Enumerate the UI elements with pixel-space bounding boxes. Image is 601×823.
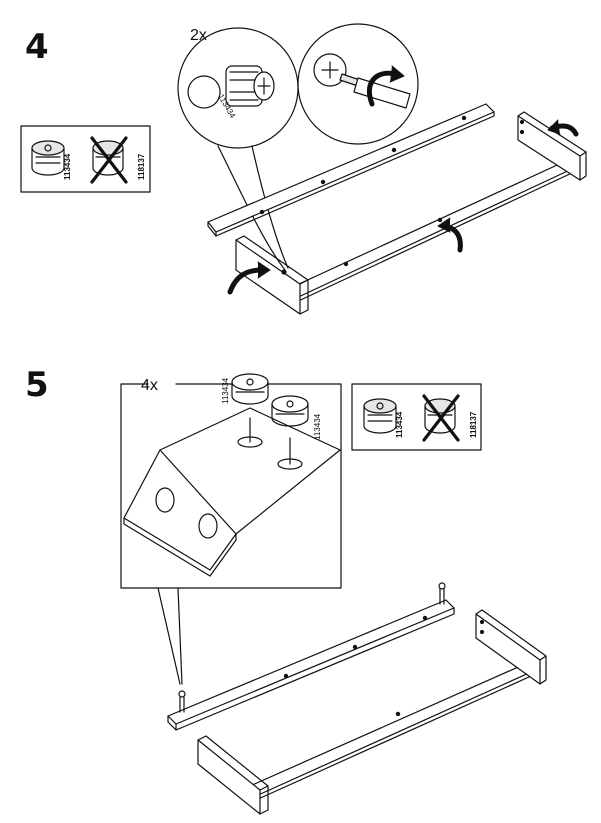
cam-lock-correct-icon (31, 140, 65, 176)
step-4-rail-upper (207, 103, 495, 237)
cam-lock-icon (231, 373, 269, 405)
step-5-end-panel-right (475, 609, 547, 685)
step-4-quantity-label: 2x (190, 27, 207, 44)
step-5-rail-upper (167, 582, 455, 731)
step-4-detail-circle-left (177, 27, 299, 271)
cam-lock-wrong-icon (422, 394, 460, 442)
step-4-end-panel-left (235, 235, 309, 315)
step-4-arrow-middle-icon (437, 217, 463, 253)
step-5-end-panel-left (197, 735, 269, 815)
step-4-ok-part-id: 113434 (63, 153, 72, 180)
step-5-ok-part-id: 113434 (395, 411, 404, 438)
step-5-callout-part-id: 113434 (221, 377, 230, 404)
step-4-arrow-right-icon (547, 119, 579, 137)
cam-lock-correct-icon (363, 398, 397, 434)
step-4-part-check-box (20, 125, 151, 193)
step-4-wrong-part-id: 118137 (137, 153, 146, 180)
step-4-number: 4 (25, 27, 49, 67)
step-4-detail-circle-right (297, 23, 419, 145)
step-5-callout-part-id-2: 113434 (313, 413, 322, 440)
step-5-number: 5 (25, 365, 49, 405)
step-5-part-check-box (351, 383, 482, 451)
cam-lock-wrong-icon (90, 136, 128, 184)
step-5-callout-frame (120, 373, 342, 685)
step-5-wrong-part-id: 118137 (469, 411, 478, 438)
step-5-quantity-label: 4x (141, 377, 158, 394)
step-4-arrow-left-icon (227, 261, 271, 295)
cam-lock-icon (271, 395, 309, 427)
